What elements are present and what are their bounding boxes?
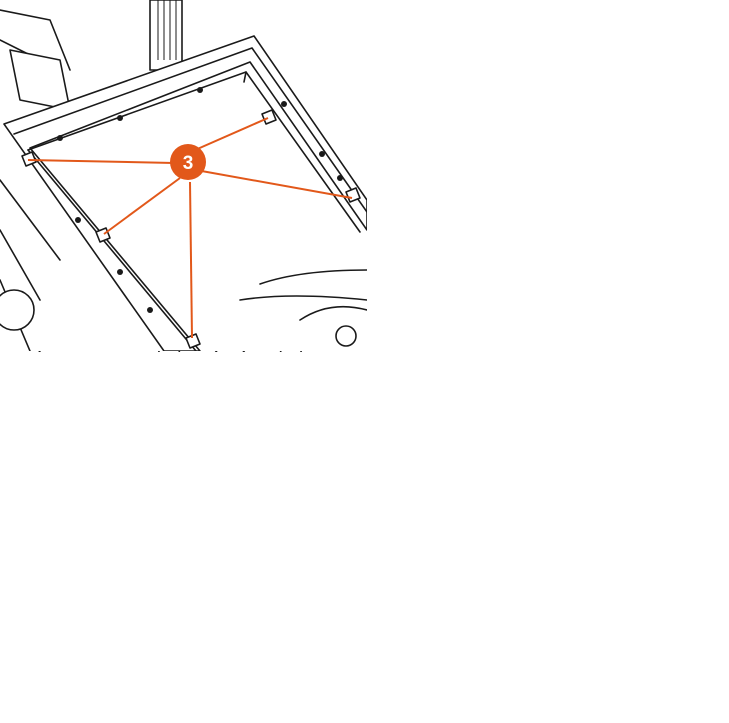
fastener-slots — [21, 109, 361, 349]
cargo-bed-frame — [3, 35, 367, 351]
leader-lines — [27, 117, 353, 339]
panel-step-3b: 3 — [0, 0, 367, 351]
step-number-3: 3 — [183, 153, 194, 174]
step-badge-3: 3 — [170, 144, 206, 180]
